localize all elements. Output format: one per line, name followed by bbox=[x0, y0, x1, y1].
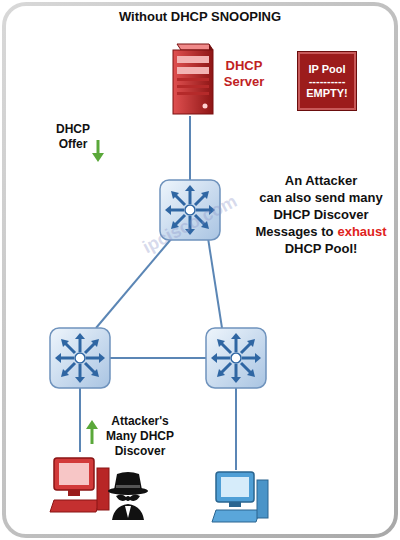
network-link bbox=[208, 238, 222, 328]
pc-screen bbox=[221, 477, 249, 497]
note-line: An Attacker bbox=[246, 172, 396, 189]
discover-arrow-head bbox=[86, 420, 98, 429]
server-slot bbox=[177, 78, 209, 81]
offer-arrow bbox=[92, 140, 104, 162]
pool-divider: ---------- bbox=[309, 76, 346, 86]
user-pc bbox=[212, 472, 268, 522]
attack-note: An Attackercan also send manyDHCP Discov… bbox=[246, 172, 396, 257]
pool-title: IP Pool bbox=[308, 62, 345, 76]
pc-tower bbox=[97, 468, 109, 510]
discover-arrow-shaft bbox=[91, 428, 94, 444]
network-link bbox=[79, 388, 81, 452]
server-label: DHCP Server bbox=[217, 58, 271, 90]
server-top bbox=[177, 44, 213, 50]
server-drive bbox=[177, 56, 209, 63]
pool-status: EMPTY! bbox=[306, 86, 348, 100]
note-line: DHCP Pool! bbox=[246, 240, 396, 257]
discover-arrow bbox=[86, 420, 98, 444]
server-icon bbox=[165, 40, 215, 118]
spy-collar bbox=[125, 506, 131, 518]
note-line: Messages to bbox=[255, 224, 333, 239]
server-slot bbox=[177, 85, 209, 88]
note-line: DHCP Discover bbox=[246, 206, 396, 223]
dhcp-server-node: DHCP Server bbox=[165, 40, 275, 120]
network-link bbox=[110, 357, 206, 359]
ip-pool-box: IP Pool----------EMPTY! bbox=[298, 52, 356, 110]
note-line: can also send many bbox=[246, 189, 396, 206]
flow-label: Attacker's Many DHCP Discover bbox=[100, 414, 180, 459]
spy-glasses bbox=[116, 495, 140, 501]
attack-note-line: Messages to exhaust bbox=[246, 223, 396, 240]
spy-hat bbox=[114, 472, 142, 490]
offer-arrow-head bbox=[92, 153, 104, 162]
network-links bbox=[80, 116, 236, 470]
switch-icon bbox=[50, 328, 110, 388]
pc-keyboard bbox=[212, 510, 260, 522]
spy-hat-band bbox=[116, 485, 140, 488]
server-drive bbox=[177, 67, 209, 74]
pc-stand bbox=[68, 490, 80, 496]
pc-monitor bbox=[54, 458, 94, 490]
server-front bbox=[173, 50, 213, 114]
spy-coat bbox=[112, 504, 144, 520]
offer-arrow-shaft bbox=[97, 140, 100, 154]
spy-icon bbox=[108, 472, 148, 520]
network-link bbox=[235, 388, 237, 470]
attacker-pc bbox=[50, 458, 109, 512]
pc-stand bbox=[229, 502, 241, 507]
switch-icon bbox=[206, 328, 266, 388]
network-link bbox=[189, 116, 191, 180]
diagram-title: Without DHCP SNOOPING bbox=[0, 9, 400, 24]
server-led bbox=[203, 104, 208, 109]
pc-monitor bbox=[216, 472, 254, 502]
pc-tower bbox=[257, 480, 268, 518]
pc-screen bbox=[59, 463, 89, 485]
frame-border bbox=[4, 4, 396, 536]
server-slot bbox=[177, 92, 209, 95]
pc-keyboard bbox=[50, 500, 100, 512]
flow-label: DHCP Offer bbox=[52, 122, 94, 152]
note-highlight: exhaust bbox=[337, 224, 386, 239]
